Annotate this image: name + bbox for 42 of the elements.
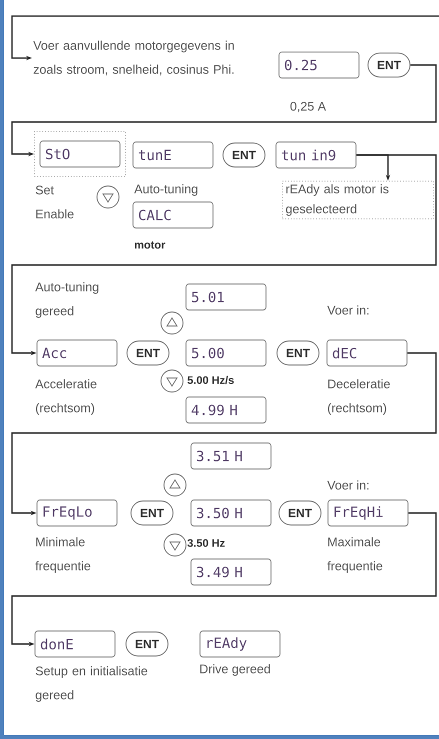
display-box: tunE <box>132 142 214 168</box>
note-text: Auto-tuning gereed <box>35 282 98 318</box>
note-text: Auto-tuning <box>134 184 198 196</box>
caption-text: Drive gereed <box>200 664 270 676</box>
caption-text: Voer in: <box>327 480 368 490</box>
display-box: rEAdy <box>200 630 280 658</box>
caption-text: 0,25 A <box>290 102 326 112</box>
display-box: CALC <box>132 202 214 228</box>
display-box: StO <box>40 140 120 168</box>
enter-button: ENT <box>368 52 410 78</box>
display-box: 5.00 <box>186 340 266 366</box>
caption-text: Minimale frequentie <box>35 537 90 573</box>
enter-button: ENT <box>276 340 320 366</box>
display-box: FrEqHi <box>328 500 408 526</box>
dotted-frame <box>34 131 126 177</box>
instruction-text: Voer aanvullende motorgegevens in zoals stroom, snelheid, cosinus Phi. <box>33 40 234 76</box>
caption-text: Maximale frequentie <box>327 537 382 573</box>
enter-button: ENT <box>126 340 170 366</box>
display-box: tun in9 <box>276 142 356 168</box>
display-box: Acc <box>36 340 118 366</box>
caption-text: Set Enable <box>36 186 74 218</box>
caption-text: Acceleratie (rechtsom) <box>35 379 96 415</box>
display-box: 5.01 <box>186 284 266 310</box>
display-box: 3.51 H <box>190 442 272 470</box>
display-box: 4.99 H <box>186 396 266 424</box>
display-box: dEC <box>326 340 408 366</box>
display-box: 0.25 <box>278 52 360 78</box>
caption-text: Setup en initialisatie gereed <box>36 666 148 702</box>
caption-text: 3.50 Hz <box>187 539 225 547</box>
display-box: donE <box>34 630 116 658</box>
display-box: FrEqLo <box>36 500 118 526</box>
display-box: 3.49 H <box>190 558 272 586</box>
status-box: rEAdy als motor is geselecteerd <box>282 180 434 220</box>
enter-button: ENT <box>126 632 168 656</box>
enter-button: ENT <box>130 500 174 526</box>
enter-button: ENT <box>222 142 266 168</box>
caption-text: motor <box>134 241 166 249</box>
caption-text: 5.00 Hz/s <box>188 376 234 384</box>
enter-button: ENT <box>278 500 322 526</box>
caption-text: Voer in: <box>327 305 368 315</box>
caption-text: Deceleratie (rechtsom) <box>328 379 390 415</box>
display-box: 3.50 H <box>190 500 272 526</box>
